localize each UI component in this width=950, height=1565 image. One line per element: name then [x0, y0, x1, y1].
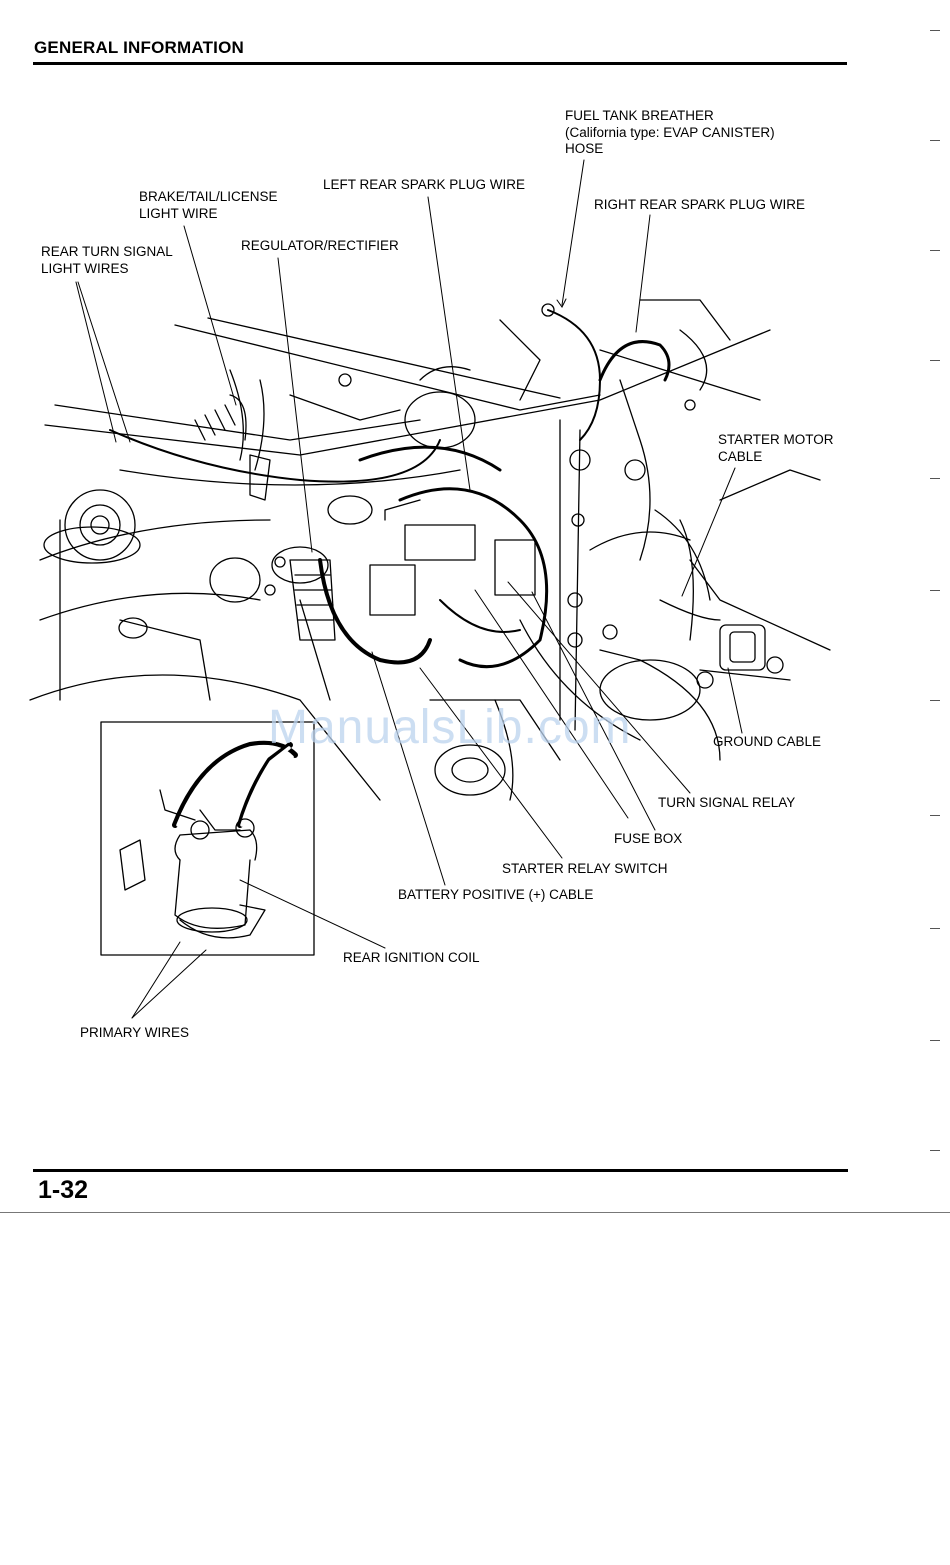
margin-tick	[930, 1040, 940, 1041]
margin-tick	[930, 250, 940, 251]
label-primary-wires: PRIMARY WIRES	[80, 1025, 190, 1040]
label-fuse-box: FUSE BOX	[614, 831, 683, 846]
label-battery-positive-cable: BATTERY POSITIVE (+) CABLE	[398, 887, 594, 902]
margin-tick	[930, 928, 940, 929]
margin-tick	[930, 30, 940, 31]
footer-rule	[33, 1169, 848, 1172]
label-right-rear-spark-plug-wire: RIGHT REAR SPARK PLUG WIRE	[594, 197, 806, 212]
page-header-title: GENERAL INFORMATION	[34, 38, 244, 57]
manualslib-watermark: ManualsLib.com	[268, 701, 632, 754]
label-left-rear-spark-plug-wire: LEFT REAR SPARK PLUG WIRE	[323, 177, 526, 192]
label-regulator-rectifier: REGULATOR/RECTIFIER	[241, 238, 399, 253]
page-edge-rule	[0, 1212, 950, 1213]
margin-tick	[930, 140, 940, 141]
label-ground-cable: GROUND CABLE	[713, 734, 822, 749]
label-starter-relay-switch: STARTER RELAY SWITCH	[502, 861, 668, 876]
margin-tick	[930, 478, 940, 479]
page-number: 1-32	[38, 1176, 89, 1204]
label-starter-motor-cable: STARTER MOTOR CABLE	[718, 432, 834, 464]
label-rear-ignition-coil: REAR IGNITION COIL	[343, 950, 480, 965]
margin-tick	[930, 815, 940, 816]
margin-tick	[930, 360, 940, 361]
label-turn-signal-relay: TURN SIGNAL RELAY	[658, 795, 796, 810]
label-brake-tail-license-light-wire: BRAKE/TAIL/LICENSE LIGHT WIRE	[139, 189, 278, 221]
margin-tick	[930, 700, 940, 701]
motorcycle-wiring-illustration	[29, 159, 831, 1019]
label-fuel-tank-breather: FUEL TANK BREATHER (California type: EVA…	[565, 108, 775, 156]
header-rule	[33, 62, 847, 65]
label-rear-turn-signal-light-wires: REAR TURN SIGNAL LIGHT WIRES	[41, 244, 173, 276]
margin-tick	[930, 1150, 940, 1151]
margin-tick	[930, 590, 940, 591]
